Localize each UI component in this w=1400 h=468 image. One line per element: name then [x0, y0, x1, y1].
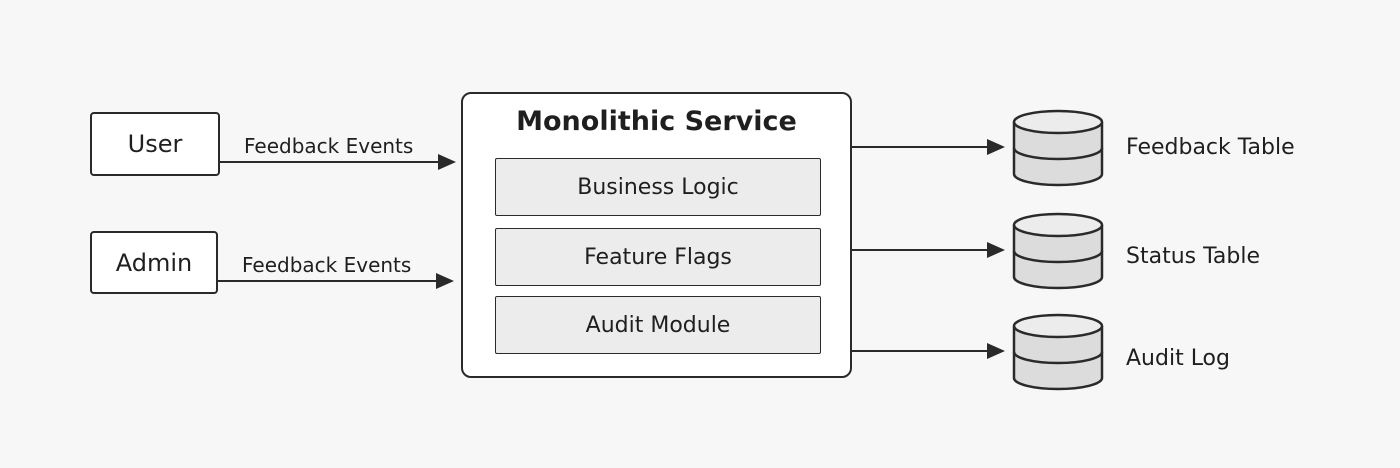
store-label-audit-log: Audit Log [1126, 346, 1230, 371]
arrowhead-icon [438, 154, 456, 170]
actor-admin-label: Admin [115, 248, 193, 277]
service-title: Monolithic Service [516, 106, 797, 137]
actor-user-label: User [127, 130, 183, 158]
arrowhead-icon [436, 273, 454, 289]
arrowhead-icon [987, 343, 1005, 359]
module-label: Audit Module [585, 312, 731, 338]
module-feature-flags: Feature Flags [495, 228, 821, 286]
module-business-logic: Business Logic [495, 158, 821, 216]
database-icon [1012, 109, 1104, 187]
monolithic-service-box: Monolithic Service Business Logic Featur… [461, 92, 852, 378]
actor-user-box: User [90, 112, 220, 176]
module-label: Feature Flags [584, 244, 732, 270]
store-label-feedback-table: Feedback Table [1126, 135, 1295, 160]
store-label-status-table: Status Table [1126, 244, 1260, 269]
database-icon [1012, 212, 1104, 290]
arrowhead-icon [987, 242, 1005, 258]
arrowhead-icon [987, 139, 1005, 155]
module-label: Business Logic [577, 174, 739, 200]
database-icon [1012, 313, 1104, 391]
user-edge-label: Feedback Events [244, 134, 414, 158]
module-audit: Audit Module [495, 296, 821, 354]
actor-admin-box: Admin [90, 231, 218, 294]
admin-edge-label: Feedback Events [242, 253, 412, 277]
